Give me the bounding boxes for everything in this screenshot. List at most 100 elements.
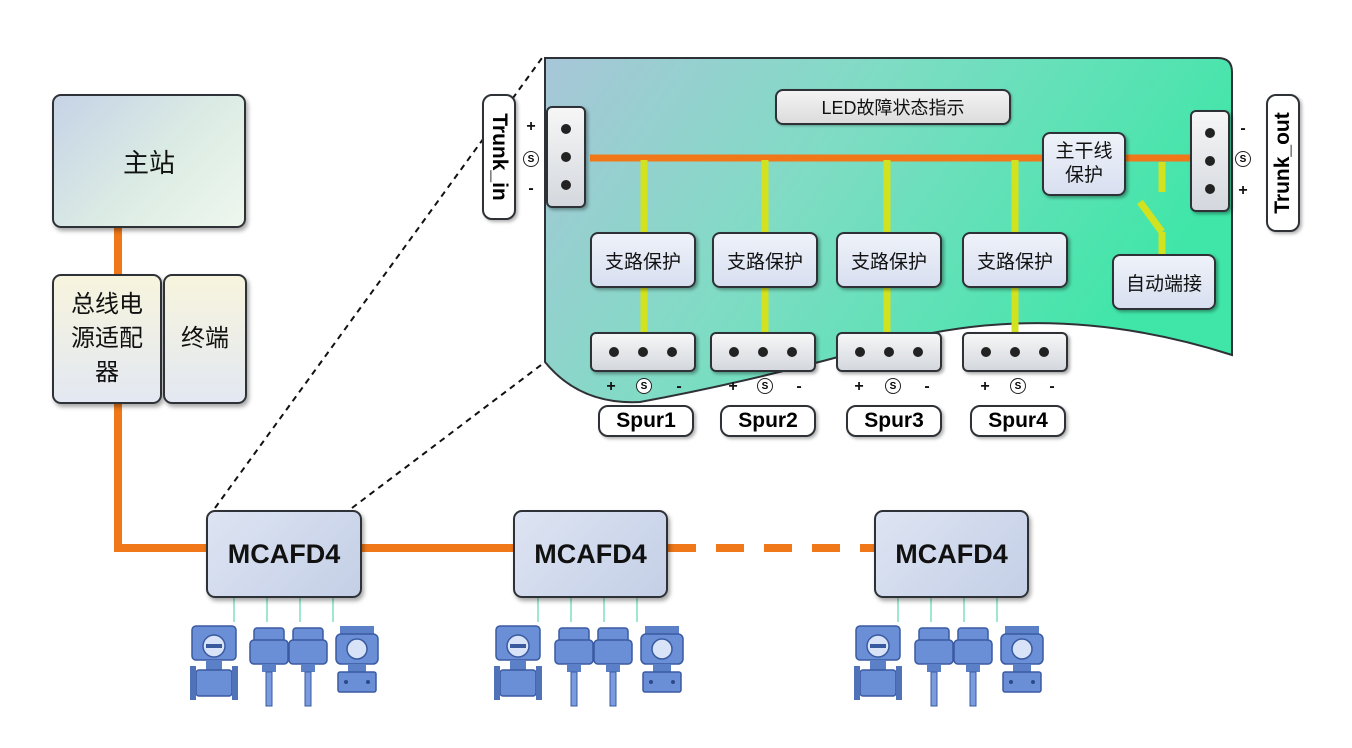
terminal-pin <box>884 347 894 357</box>
trunk-out-label: Trunk_out <box>1266 94 1300 232</box>
trunk-in-terminal <box>546 106 586 208</box>
minus-symbol: - <box>676 378 682 395</box>
level-probe-icon <box>288 627 328 707</box>
led-fault-indicator: LED故障状态指示 <box>775 89 1011 125</box>
spur1-text: Spur1 <box>616 409 676 432</box>
minus-symbol: - <box>796 378 802 395</box>
spur2-text: Spur2 <box>738 409 798 432</box>
spur-protection-label: 支路保护 <box>726 251 803 273</box>
terminal-pin <box>1205 184 1215 194</box>
terminal-pin <box>981 347 991 357</box>
trunk-protection: 主干线保护 <box>1042 132 1126 196</box>
trunk-out-terminal <box>1190 110 1230 212</box>
trunk-out-text: Trunk_out <box>1271 112 1295 214</box>
terminal-pin <box>1039 347 1049 357</box>
trunk-in-text: Trunk_in <box>488 113 511 201</box>
minus-symbol: - <box>1240 120 1246 137</box>
master-station: 主站 <box>52 94 246 228</box>
pressure-transmitter-icon <box>1000 625 1044 693</box>
terminal-pin <box>561 180 571 190</box>
spur4-protection: 支路保护 <box>962 232 1068 288</box>
led-label: LED故障状态指示 <box>821 98 965 118</box>
terminal-pin <box>1205 156 1215 166</box>
terminal-pin <box>1205 128 1215 138</box>
shield-letter: S <box>889 380 897 392</box>
module-label: MCAFD4 <box>895 538 1008 569</box>
plus-symbol: + <box>980 378 990 395</box>
shield-letter: S <box>761 380 769 392</box>
spur4-terminal <box>962 332 1068 372</box>
spur2-protection: 支路保护 <box>712 232 818 288</box>
level-probe-icon <box>554 627 594 707</box>
terminal-pin <box>638 347 648 357</box>
module-label: MCAFD4 <box>534 538 647 569</box>
terminal-pin <box>561 124 571 134</box>
pressure-transmitter-icon <box>335 625 379 693</box>
terminator: 终端 <box>163 274 247 404</box>
spur1-label: Spur1 <box>598 405 694 437</box>
shield-symbol: S <box>757 378 773 394</box>
plus-symbol: + <box>526 118 536 135</box>
projection-line-bottom <box>351 361 546 509</box>
plus-symbol: + <box>1238 182 1248 199</box>
shield-letter: S <box>527 153 535 165</box>
level-probe-icon <box>593 627 633 707</box>
terminal-pin <box>729 347 739 357</box>
spur-protection-label: 支路保护 <box>850 251 927 273</box>
trunk-in-label: Trunk_in <box>482 94 516 220</box>
auto-termination-label: 自动端接 <box>1125 273 1202 295</box>
level-probe-icon <box>249 627 289 707</box>
level-probe-icon <box>914 627 954 707</box>
auto-termination: 自动端接 <box>1112 254 1216 310</box>
shield-symbol: S <box>636 378 652 394</box>
plus-symbol: + <box>606 378 616 395</box>
mcafd4-module-2: MCAFD4 <box>513 510 668 598</box>
pressure-transmitter-icon <box>640 625 684 693</box>
shield-letter: S <box>1014 380 1022 392</box>
plus-symbol: + <box>728 378 738 395</box>
terminal-pin <box>855 347 865 357</box>
flowmeter-icon <box>493 625 543 701</box>
spur3-label: Spur3 <box>846 405 942 437</box>
flowmeter-icon <box>189 625 239 701</box>
terminal-pin <box>1010 347 1020 357</box>
minus-symbol: - <box>1049 378 1055 395</box>
spur2-terminal <box>710 332 816 372</box>
spur-protection-label: 支路保护 <box>976 251 1053 273</box>
field-links <box>233 598 998 622</box>
spur3-text: Spur3 <box>864 409 924 432</box>
terminal-pin <box>787 347 797 357</box>
level-probe-icon <box>953 627 993 707</box>
shield-letter: S <box>1239 153 1247 165</box>
termination-switch <box>1137 199 1165 235</box>
terminal-pin <box>609 347 619 357</box>
mcafd4-module-3: MCAFD4 <box>874 510 1029 598</box>
trunk-adapter-to-module <box>114 404 208 552</box>
master-label: 主站 <box>122 147 175 178</box>
spur1-terminal <box>590 332 696 372</box>
spur3-protection: 支路保护 <box>836 232 942 288</box>
shield-symbol: S <box>523 151 539 167</box>
spur4-label: Spur4 <box>970 405 1066 437</box>
flowmeter-icon <box>853 625 903 701</box>
module-label: MCAFD4 <box>227 538 341 569</box>
shield-symbol: S <box>1235 151 1251 167</box>
mcafd4-module-1: MCAFD4 <box>206 510 362 598</box>
spur1-protection: 支路保护 <box>590 232 696 288</box>
bus-power-adapter: 总线电源适配器 <box>52 274 162 404</box>
spur3-terminal <box>836 332 942 372</box>
plus-symbol: + <box>854 378 864 395</box>
shield-letter: S <box>640 380 648 392</box>
minus-symbol: - <box>528 180 534 197</box>
spur4-text: Spur4 <box>988 409 1048 432</box>
power-adapter-label: 总线电源适配器 <box>71 291 143 386</box>
spur-protection-label: 支路保护 <box>604 251 681 273</box>
terminal-pin <box>758 347 768 357</box>
terminal-pin <box>913 347 923 357</box>
minus-symbol: - <box>924 378 930 395</box>
spur2-label: Spur2 <box>720 405 816 437</box>
terminator-label: 终端 <box>181 325 229 352</box>
shield-symbol: S <box>885 378 901 394</box>
terminal-pin <box>561 152 571 162</box>
terminal-pin <box>667 347 677 357</box>
